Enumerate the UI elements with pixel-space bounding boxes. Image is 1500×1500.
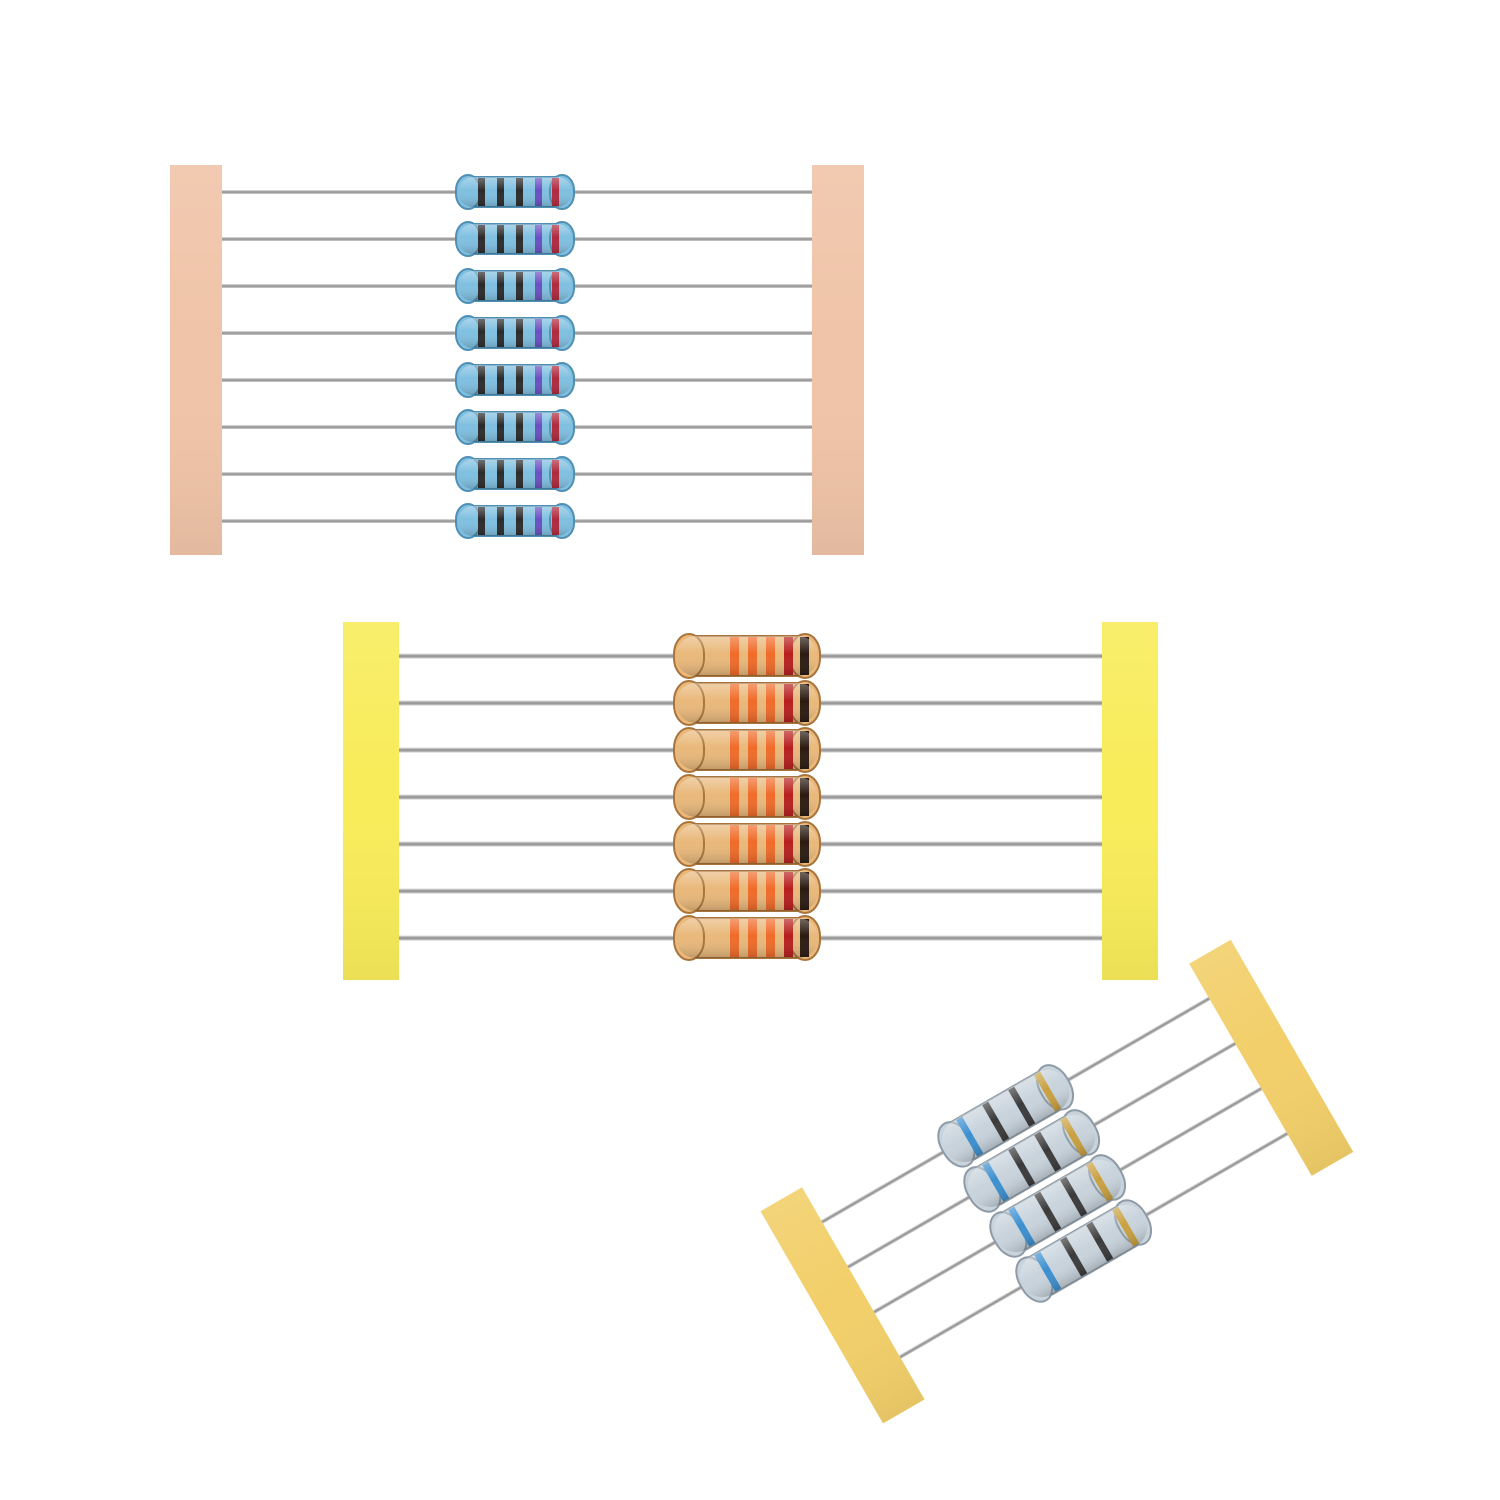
resistor — [821, 996, 1211, 1224]
metal-oxide-resistor-strip — [760, 939, 1354, 1424]
resistor-shine — [676, 683, 818, 723]
resistor — [399, 868, 1102, 914]
resistor — [399, 633, 1102, 679]
carbon-film-resistor-strip — [343, 622, 1158, 980]
right-tape-shade — [812, 165, 864, 555]
resistor — [399, 915, 1102, 961]
resistor-shine — [458, 459, 572, 489]
resistor — [399, 727, 1102, 773]
resistor-shine — [458, 412, 572, 442]
left-tape-shade — [343, 622, 399, 980]
resistor-shine — [458, 224, 572, 254]
left-tape-shade — [760, 1187, 925, 1424]
resistor — [399, 774, 1102, 820]
resistor — [399, 680, 1102, 726]
resistor — [222, 456, 812, 492]
resistor-shine — [942, 1069, 1070, 1162]
resistor-shine — [968, 1114, 1096, 1207]
resistor — [222, 409, 812, 445]
resistor — [873, 1086, 1263, 1314]
resistor — [899, 1131, 1289, 1359]
resistor-shine — [676, 871, 818, 911]
resistor — [222, 174, 812, 210]
right-tape-shade — [1189, 939, 1354, 1176]
resistor-shine — [676, 636, 818, 676]
resistor — [222, 362, 812, 398]
resistor — [222, 268, 812, 304]
right-tape-shade — [1102, 622, 1158, 980]
resistor — [847, 1041, 1237, 1269]
resistor — [222, 503, 812, 539]
resistor-shine — [458, 177, 572, 207]
resistor-shine — [676, 918, 818, 958]
resistor-shine — [458, 318, 572, 348]
resistor-shine — [676, 730, 818, 770]
resistor-shine — [1020, 1204, 1148, 1297]
resistor — [222, 315, 812, 351]
resistor-shine — [458, 271, 572, 301]
left-tape-shade — [170, 165, 222, 555]
metal-film-resistor-strip — [170, 165, 864, 555]
resistor-shine — [994, 1159, 1122, 1252]
resistor-shine — [676, 824, 818, 864]
resistor — [222, 221, 812, 257]
resistor-shine — [458, 506, 572, 536]
resistor-shine — [676, 777, 818, 817]
resistor-shine — [458, 365, 572, 395]
resistor — [399, 821, 1102, 867]
